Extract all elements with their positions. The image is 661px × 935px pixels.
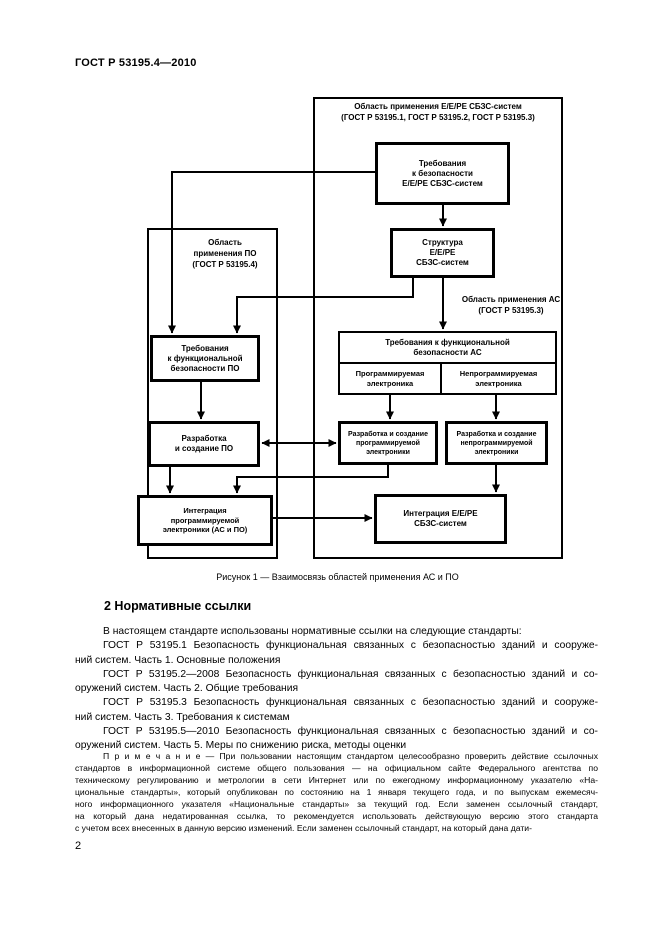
ref-gost-53195-1-line1: ГОСТ Р 53195.1 Безопасность функциональн…	[103, 640, 598, 652]
note-line: циональные стандарты», который опубликов…	[75, 787, 598, 797]
ref-gost-53195-2-line2: оружений систем. Часть 2. Общие требован…	[75, 683, 299, 695]
ref-gost-53195-5-line2: оружений систем. Часть 5. Меры по снижен…	[75, 740, 407, 752]
note-line: П р и м е ч а н и е — При пользовании на…	[103, 751, 598, 761]
region-epe-label: Область применения Е/Е/РЕ СБЗС-систем(ГО…	[341, 102, 535, 122]
intro-paragraph: В настоящем стандарте использованы норма…	[103, 626, 522, 637]
figure-caption: Рисунок 1 — Взаимосвязь областей примене…	[216, 572, 459, 582]
ref-gost-53195-1-line2: ний систем. Часть 1. Основные положения	[75, 654, 281, 666]
page-number: 2	[75, 840, 82, 852]
ref-gost-53195-5-line1: ГОСТ Р 53195.5—2010 Безопасность функцио…	[103, 726, 598, 738]
document-code: ГОСТ Р 53195.4—2010	[75, 57, 197, 69]
note-paragraph: П р и м е ч а н и е — При пользовании на…	[75, 750, 598, 834]
ref-gost-53195-3-line1: ГОСТ Р 53195.3 Безопасность функциональн…	[103, 697, 598, 709]
note-line: ного информационного указателя «Национал…	[75, 799, 598, 809]
ref-gost-53195-2-line1: ГОСТ Р 53195.2—2008 Безопасность функцио…	[103, 668, 598, 680]
ref-gost-53195-3-line2: ний систем. Часть 3. Требования к систем…	[75, 711, 290, 723]
note-line: на который дана недатированная ссылка, т…	[75, 811, 598, 821]
region-as-label: Область применения АС(ГОСТ Р 53195.3)	[461, 295, 561, 315]
note-line: стандартов в информационной системе обще…	[75, 763, 598, 773]
note-line: техническому регулированию и метрологии …	[75, 775, 598, 785]
note-line: с учетом всех внесенных в данную версию …	[75, 823, 532, 833]
section-heading: 2 Нормативные ссылки	[104, 599, 252, 613]
section-body: В настоящем стандарте использованы норма…	[75, 625, 598, 754]
